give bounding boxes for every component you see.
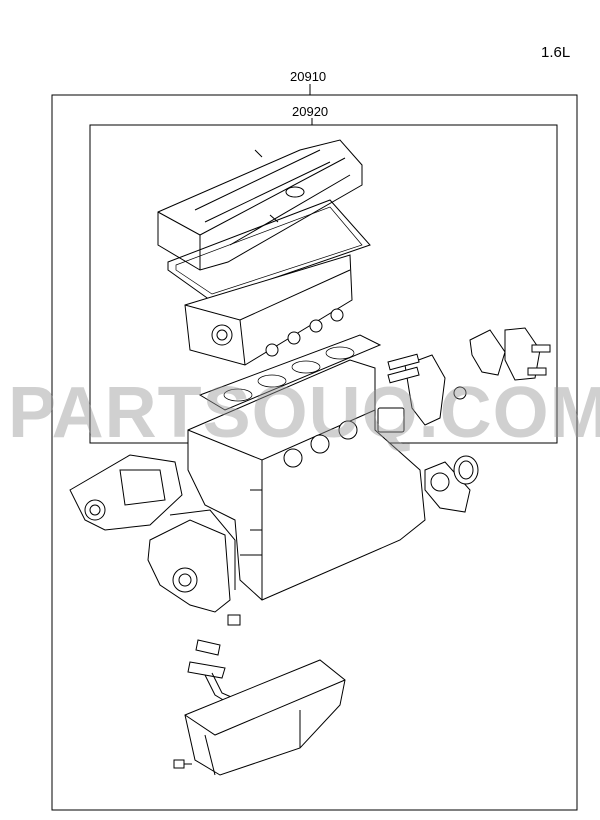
oil-pan-icon [184, 659, 346, 776]
inner-kit-part-number[interactable]: 20920 [292, 104, 329, 119]
cylinder-head-cover-icon [157, 139, 363, 271]
drain-plug-icon [173, 759, 192, 769]
outer-kit-part-number[interactable]: 20910 [290, 69, 327, 84]
oil-pump-front-cover-icon [147, 509, 241, 626]
thermostat-housing-icon [377, 327, 551, 433]
head-gasket-icon [198, 334, 382, 411]
engine-size-label: 1.6L [541, 44, 571, 61]
head-cover-gasket-icon [167, 199, 371, 301]
cylinder-head-icon [184, 254, 353, 366]
rear-oil-seal-icon [424, 455, 479, 513]
water-pump-icon [69, 454, 183, 531]
cylinder-block-icon [187, 359, 426, 601]
outer-kit-frame [51, 94, 578, 811]
